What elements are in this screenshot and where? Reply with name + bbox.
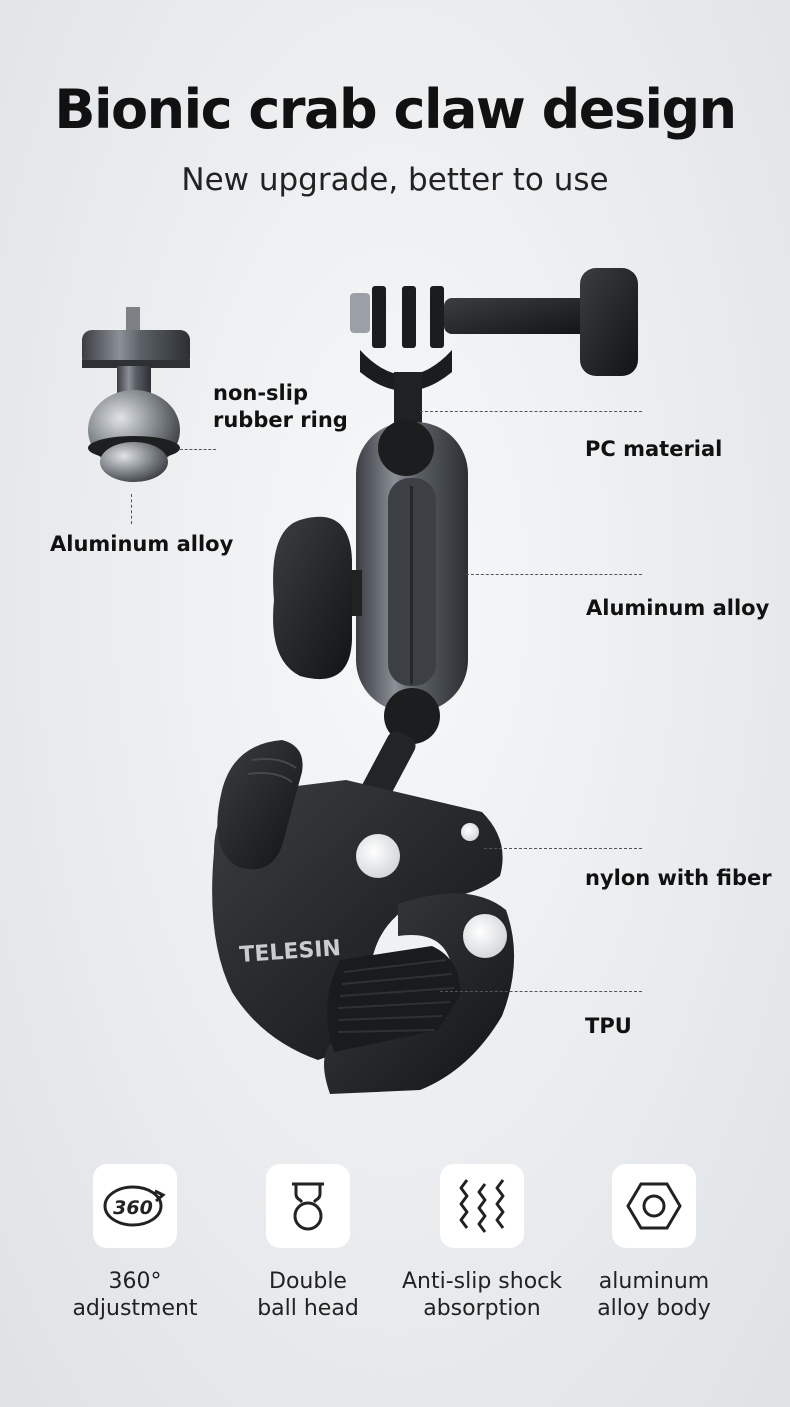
callout-tpu: TPU	[585, 1014, 632, 1038]
product-illustration: TELESIN	[82, 268, 638, 1094]
leader-screw-alloy	[131, 494, 132, 524]
hexagon-nut-icon	[626, 1182, 682, 1230]
feature-shock: Anti-slip shock absorption	[392, 1164, 572, 1322]
leader-tpu	[440, 991, 642, 992]
leader-nylon	[484, 848, 642, 849]
feature-label: Double ball head	[257, 1269, 359, 1321]
side-knob	[273, 516, 362, 680]
callout-screw-alloy: Aluminum alloy	[50, 532, 234, 556]
shock-absorption-icon	[459, 1179, 505, 1233]
feature-label: Anti-slip shock absorption	[401, 1269, 562, 1321]
page-subtitle: New upgrade, better to use	[181, 162, 609, 198]
feature-label: aluminum alloy body	[597, 1269, 711, 1321]
screw-adapter	[82, 307, 190, 482]
feature-tile	[440, 1164, 524, 1248]
page-title: Bionic crab claw design	[54, 78, 737, 141]
thumb-screw	[350, 268, 638, 428]
feature-tile	[612, 1164, 696, 1248]
rotate-360-icon: 360	[103, 1185, 166, 1227]
leader-rubber-ring	[180, 449, 216, 450]
leader-arm-alloy	[466, 574, 642, 575]
feature-double-ball: Double ball head	[218, 1164, 398, 1322]
leader-pc	[420, 411, 642, 412]
callout-pc: PC material	[585, 437, 723, 461]
svg-text:360: 360	[113, 1197, 153, 1219]
callout-rubber-ring: non-slip rubber ring	[213, 381, 348, 432]
feature-tile: 360	[93, 1164, 177, 1248]
aluminum-arm	[356, 420, 468, 744]
feature-360: 360 360° adjustment	[45, 1164, 225, 1322]
feature-label: 360° adjustment	[72, 1269, 198, 1321]
callout-nylon: nylon with fiber	[585, 866, 772, 890]
feature-alloy-body: aluminum alloy body	[564, 1164, 744, 1322]
crab-clamp	[212, 731, 515, 1094]
feature-tile	[266, 1164, 350, 1248]
callout-arm-alloy: Aluminum alloy	[586, 596, 770, 620]
double-ball-head-icon	[292, 1182, 324, 1231]
